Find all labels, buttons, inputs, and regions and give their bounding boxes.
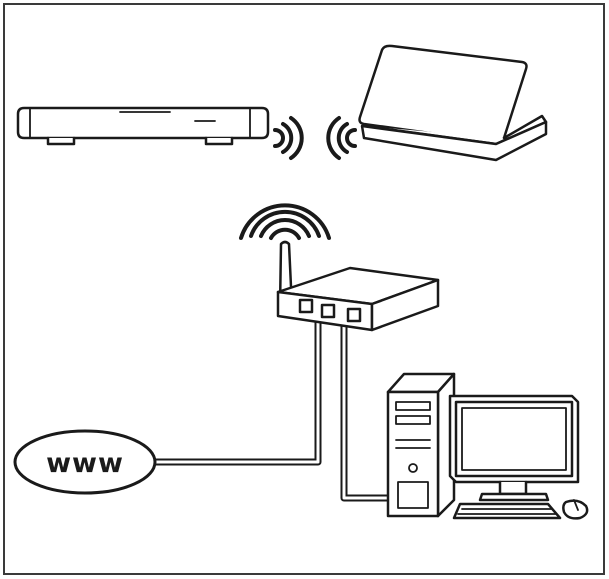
player-wireless-signal-icon — [273, 116, 304, 160]
internet-label: www — [46, 448, 124, 479]
desktop-tower-icon — [386, 372, 456, 518]
diagram-border — [3, 3, 605, 575]
keyboard-icon — [452, 502, 562, 520]
internet-cloud-icon — [13, 429, 157, 495]
internet-cable — [155, 312, 328, 466]
monitor-icon — [448, 394, 580, 502]
laptop-wireless-signal-icon — [326, 116, 357, 160]
laptop-icon — [358, 44, 548, 162]
wireless-router-icon — [276, 240, 440, 332]
mouse-icon — [562, 499, 589, 520]
router-wireless-signal-icon — [239, 203, 331, 240]
media-player-icon — [16, 106, 270, 146]
